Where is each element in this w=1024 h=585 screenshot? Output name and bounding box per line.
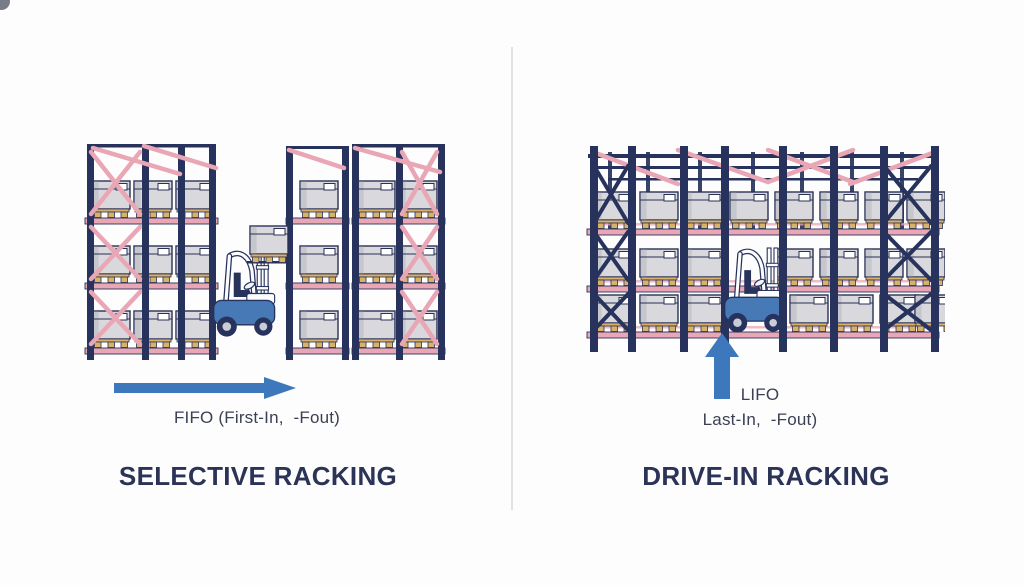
lifo-flow-label-line1: LIFO: [740, 385, 780, 404]
panel-divider: [511, 47, 513, 510]
lifted-crate: [249, 225, 289, 264]
lifo-flow-label-line2: Last-In, -Fout): [702, 410, 818, 429]
selective-racking-illustration: [84, 143, 446, 360]
rack-posts: [590, 146, 939, 352]
drive-in-racking-illustration: [586, 146, 945, 352]
arrow-up-icon: [705, 333, 739, 399]
rack-braces: [592, 164, 933, 332]
drive-in-racking-title: DRIVE-IN RACKING: [642, 461, 890, 491]
selective-racking-title: SELECTIVE RACKING: [118, 461, 398, 491]
rack-braces: [88, 143, 443, 347]
lane-front-post: [779, 146, 787, 352]
fifo-flow-label: FIFO (First-In, -Fout): [173, 408, 341, 427]
arrow-right-icon: [114, 377, 296, 399]
rack-posts: [87, 144, 445, 360]
corner-artifact: [0, 0, 10, 10]
